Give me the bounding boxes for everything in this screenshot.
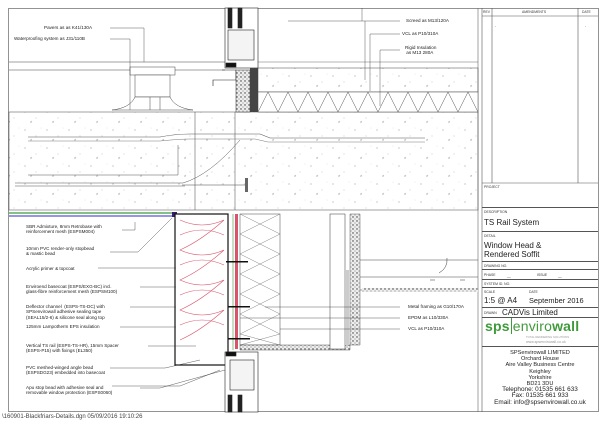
drawing-no-label: DRAWING NO. bbox=[484, 264, 508, 268]
scale-value: 1:5 @ A4 bbox=[484, 296, 518, 305]
label-metal-framing: Metal framing as G10/170A bbox=[408, 304, 464, 309]
drawn-section: DRAWN CADVis Limited bbox=[482, 308, 598, 318]
label-sbr-admixture: SBR Admixture, 8mm Retrobase with reinfo… bbox=[26, 224, 102, 235]
address-email: Email: info@spsenvirowall.co.uk bbox=[494, 398, 586, 406]
label-eps: 125mm Lampotherm EPS insulation bbox=[26, 324, 100, 329]
window-frame-lower bbox=[224, 351, 259, 413]
date-header: DATE bbox=[582, 10, 591, 14]
rigid-insulation bbox=[257, 91, 479, 113]
address-fax: Fax: 01535 661 933 bbox=[511, 392, 569, 400]
amendments-header: AMENDMENTS bbox=[522, 10, 547, 14]
date-value-main: September 2016 bbox=[529, 296, 584, 305]
label-vcl-top: VCL as P10/310A bbox=[402, 31, 439, 36]
address-telephone: Telephone: 01535 661 633 bbox=[502, 386, 578, 394]
paving-pedestal bbox=[111, 66, 194, 111]
label-stopbead: 10mm PVC render-only stopbead & mastic b… bbox=[26, 246, 95, 257]
logo-enviro: enviro bbox=[510, 318, 553, 334]
label-ts-rail: Vertical TS rail (ESPS-TS-HR), 15mm Spac… bbox=[26, 343, 119, 354]
drawing-frame bbox=[8, 8, 599, 412]
logo-wall: wall bbox=[552, 318, 580, 334]
label-vcl-bottom: VCL as P10/310A bbox=[408, 326, 445, 331]
address-company: SPSenvirowall LIMITED bbox=[510, 350, 570, 356]
logo-tagline: TOTAL RENDERING SOLUTIONS bbox=[526, 335, 570, 339]
system-id-section: SYSTEM ID. No. bbox=[482, 280, 598, 288]
label-basecoat: Enviroend basecoat (ESPS/EXG-BC) incl. g… bbox=[26, 284, 118, 295]
eps-insulation bbox=[174, 213, 229, 366]
detail-section: DETAIL Window Head & Rendered Soffit bbox=[482, 232, 598, 262]
date-value: - bbox=[585, 24, 587, 28]
issue-label: ISSUE bbox=[537, 273, 548, 277]
phase-value: __ bbox=[507, 274, 511, 278]
date-label: DATE bbox=[529, 290, 538, 294]
drawn-value: CADVis Limited bbox=[502, 308, 558, 317]
phase-label: PHASE bbox=[484, 273, 496, 277]
address-line-3: Keighley bbox=[529, 368, 551, 375]
description-value: TS Rail System bbox=[484, 218, 540, 227]
label-rigid-insulation: Rigid Insulation as M13 280A bbox=[405, 45, 437, 56]
phase-issue-section: PHASE __ ISSUE __ bbox=[482, 270, 598, 280]
detail-label: DETAIL bbox=[484, 234, 496, 238]
label-waterproofing: Waterproofing system as J31/110B bbox=[14, 36, 85, 41]
rev-value: - bbox=[495, 24, 497, 28]
file-path-footer: \160901-Blackfriars-Details.dgn 05/09/20… bbox=[2, 414, 143, 420]
logo-sps: sps bbox=[485, 318, 510, 334]
address-line-4: Yorkshire bbox=[528, 374, 552, 381]
drawing-no-section: DRAWING NO. bbox=[482, 262, 598, 270]
scale-date-section: SCALE 1:5 @ A4 DATE September 2016 bbox=[482, 288, 598, 308]
concrete-slab bbox=[8, 111, 479, 211]
label-apu-bead: Apu stop bead with adhesive seal and rem… bbox=[26, 385, 113, 396]
screed bbox=[257, 67, 479, 93]
detail-value: Window Head & Rendered Soffit bbox=[484, 241, 542, 259]
address-postcode: BD21 3DU bbox=[526, 381, 554, 388]
drawn-label: DRAWN bbox=[484, 311, 497, 315]
scale-label: SCALE bbox=[484, 290, 496, 294]
label-primer: Acrylic primer & topcoat bbox=[26, 266, 75, 271]
project-label: PROJECT bbox=[484, 185, 500, 189]
label-deflector: Deflector channel (ESPS-TS-DC) with SPSe… bbox=[26, 304, 105, 320]
system-id-label: SYSTEM ID. No. bbox=[484, 282, 511, 286]
project-section: PROJECT bbox=[482, 183, 598, 208]
rev-header: REV bbox=[483, 10, 490, 14]
address-line-1: Orchard House bbox=[521, 356, 559, 363]
logo-website: www.spsenvirowall.co.uk bbox=[526, 340, 566, 344]
description-section: DESCRIPTION TS Rail System bbox=[482, 208, 598, 232]
mineral-wool bbox=[239, 213, 281, 346]
label-angle-bead: PVC meshed-winged angle bead (ESPSDG23) … bbox=[26, 365, 105, 376]
label-paving: Pavers as as K41/130A bbox=[44, 25, 93, 30]
label-screed: Screed as M13/120A bbox=[406, 18, 449, 23]
window-frame-upper bbox=[212, 7, 259, 86]
issue-value: __ bbox=[558, 274, 562, 278]
label-epdm: EPDM as L10/330A bbox=[408, 315, 449, 320]
concrete-downstand bbox=[239, 213, 361, 351]
address-line-2: Aire Valley Business Centre bbox=[505, 362, 575, 369]
company-address: SPSenvirowall LIMITED Orchard House Aire… bbox=[482, 350, 598, 406]
description-label: DESCRIPTION bbox=[484, 210, 508, 214]
